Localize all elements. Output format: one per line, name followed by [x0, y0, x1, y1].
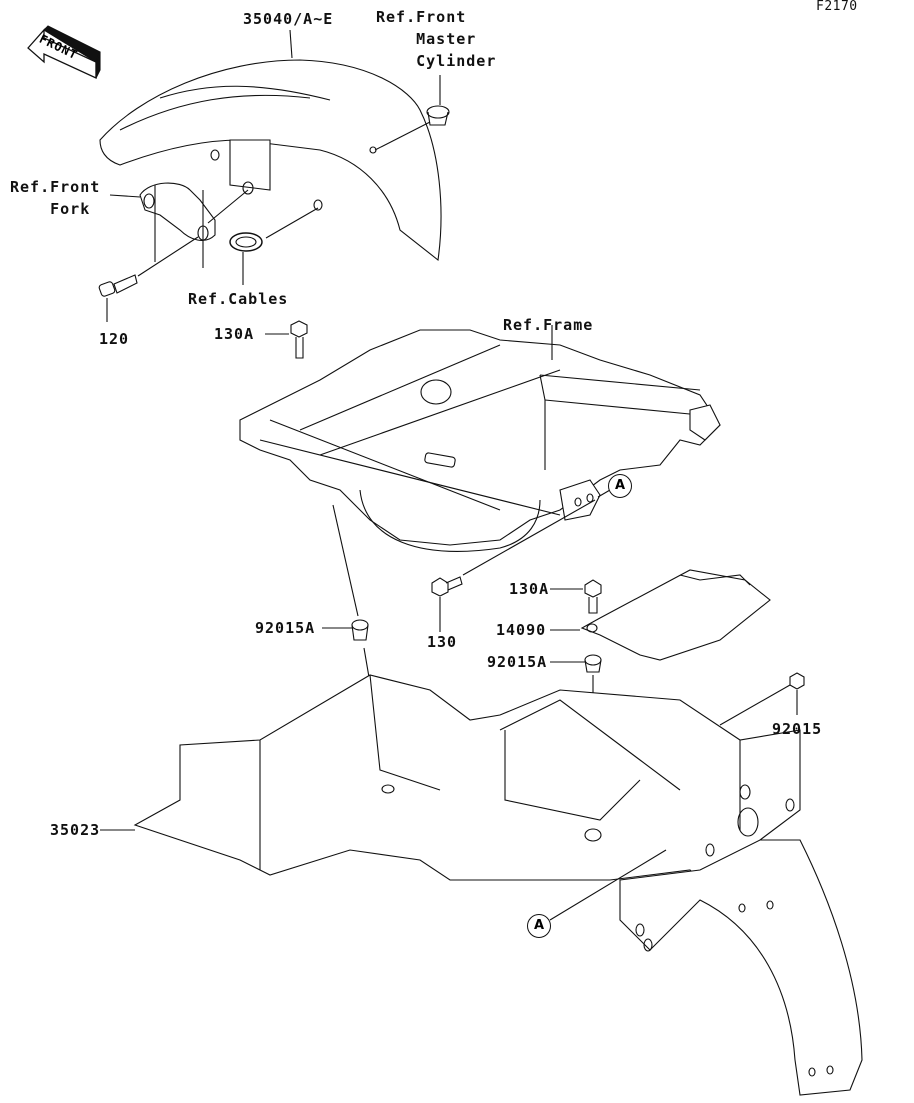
master-cylinder-clip-part: [374, 75, 450, 151]
ref-point-a-bottom-marker: A: [527, 914, 551, 938]
rear-fender-tail-part: [549, 839, 863, 1096]
ref-frame-label: Ref.Frame: [503, 316, 594, 334]
figure-id-label: F2170: [816, 0, 858, 14]
frame-part: [239, 325, 721, 552]
ref-cables-label: Ref.Cables: [188, 290, 289, 308]
ref-a-top-leader: [597, 489, 611, 498]
rear-fender-35023-label: 35023: [50, 821, 101, 839]
bolt-120-part: [98, 236, 199, 322]
ref-front-fork-label: Ref.Front Fork: [10, 178, 101, 218]
front-fork-part: [109, 182, 249, 268]
bolt-130-part: [431, 499, 596, 632]
bolt-130a-right-label: 130A: [509, 580, 550, 598]
rear-fender-35023-part: [100, 674, 801, 901]
nut-92015-part: [719, 672, 805, 726]
bolt-130-label: 130: [427, 633, 458, 651]
collar-92015a-right-label: 92015A: [487, 653, 548, 671]
ref-front-master-cylinder-label: Ref.Front Master Cylinder: [376, 8, 497, 70]
front-arrow-icon: [27, 25, 101, 80]
bracket-14090-part: [550, 569, 771, 661]
nut-92015-label: 92015: [772, 720, 823, 738]
ref-point-a-top-marker: A: [608, 474, 632, 498]
bracket-14090-label: 14090: [496, 621, 547, 639]
bolt-120-label: 120: [99, 330, 130, 348]
collar-92015a-left-label: 92015A: [255, 619, 316, 637]
front-fender-label: 35040/A~E: [243, 10, 334, 28]
front-fender-part: [99, 29, 442, 262]
bolt-130a-right-part: [550, 579, 602, 614]
bolt-130a-top-label: 130A: [214, 325, 255, 343]
bolt-130a-top-part: [265, 320, 308, 359]
cable-guide-part: [229, 207, 319, 285]
